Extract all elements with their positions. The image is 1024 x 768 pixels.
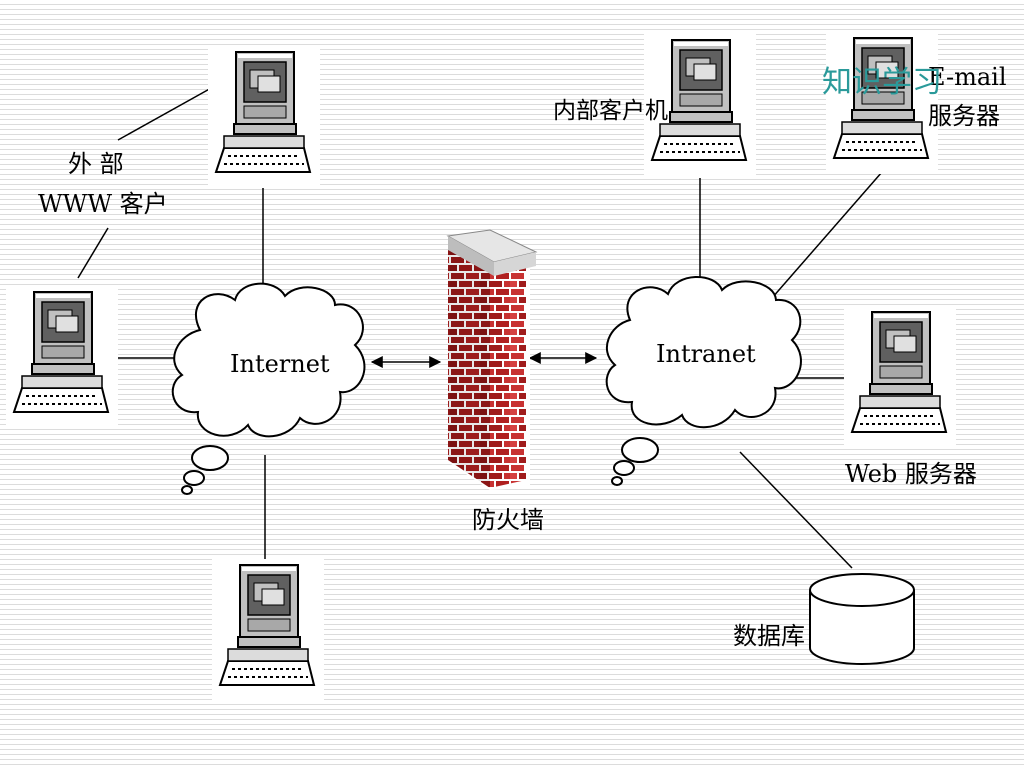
cloud-icon-internet <box>171 282 366 495</box>
watermark-text: 知识学习 <box>822 65 942 100</box>
external-label-line2: WWW 客户 <box>38 190 168 218</box>
computer-icon-bottom <box>211 558 325 702</box>
external-label-line1: 外 部 <box>68 150 124 178</box>
internet-label: Internet <box>230 350 330 378</box>
cloud-icon-intranet <box>605 276 802 486</box>
internal-client-label: 内部客户机 <box>553 98 668 124</box>
computer-icon-web-server <box>843 305 957 449</box>
web-server-label: Web 服务器 <box>845 460 977 488</box>
intranet-label: Intranet <box>656 340 756 368</box>
connection-lines <box>77 81 883 569</box>
email-server-label-line2: 服务器 <box>928 102 1000 130</box>
computer-icon-email-server <box>825 31 939 175</box>
email-server-label-line1: E-mail <box>928 63 1007 91</box>
firewall-label: 防火墙 <box>472 506 544 534</box>
database-icon <box>809 573 915 665</box>
computer-icon-left <box>5 285 119 429</box>
computer-icon-top-left <box>207 45 321 189</box>
firewall-icon <box>446 229 538 490</box>
database-label: 数据库 <box>733 622 805 650</box>
